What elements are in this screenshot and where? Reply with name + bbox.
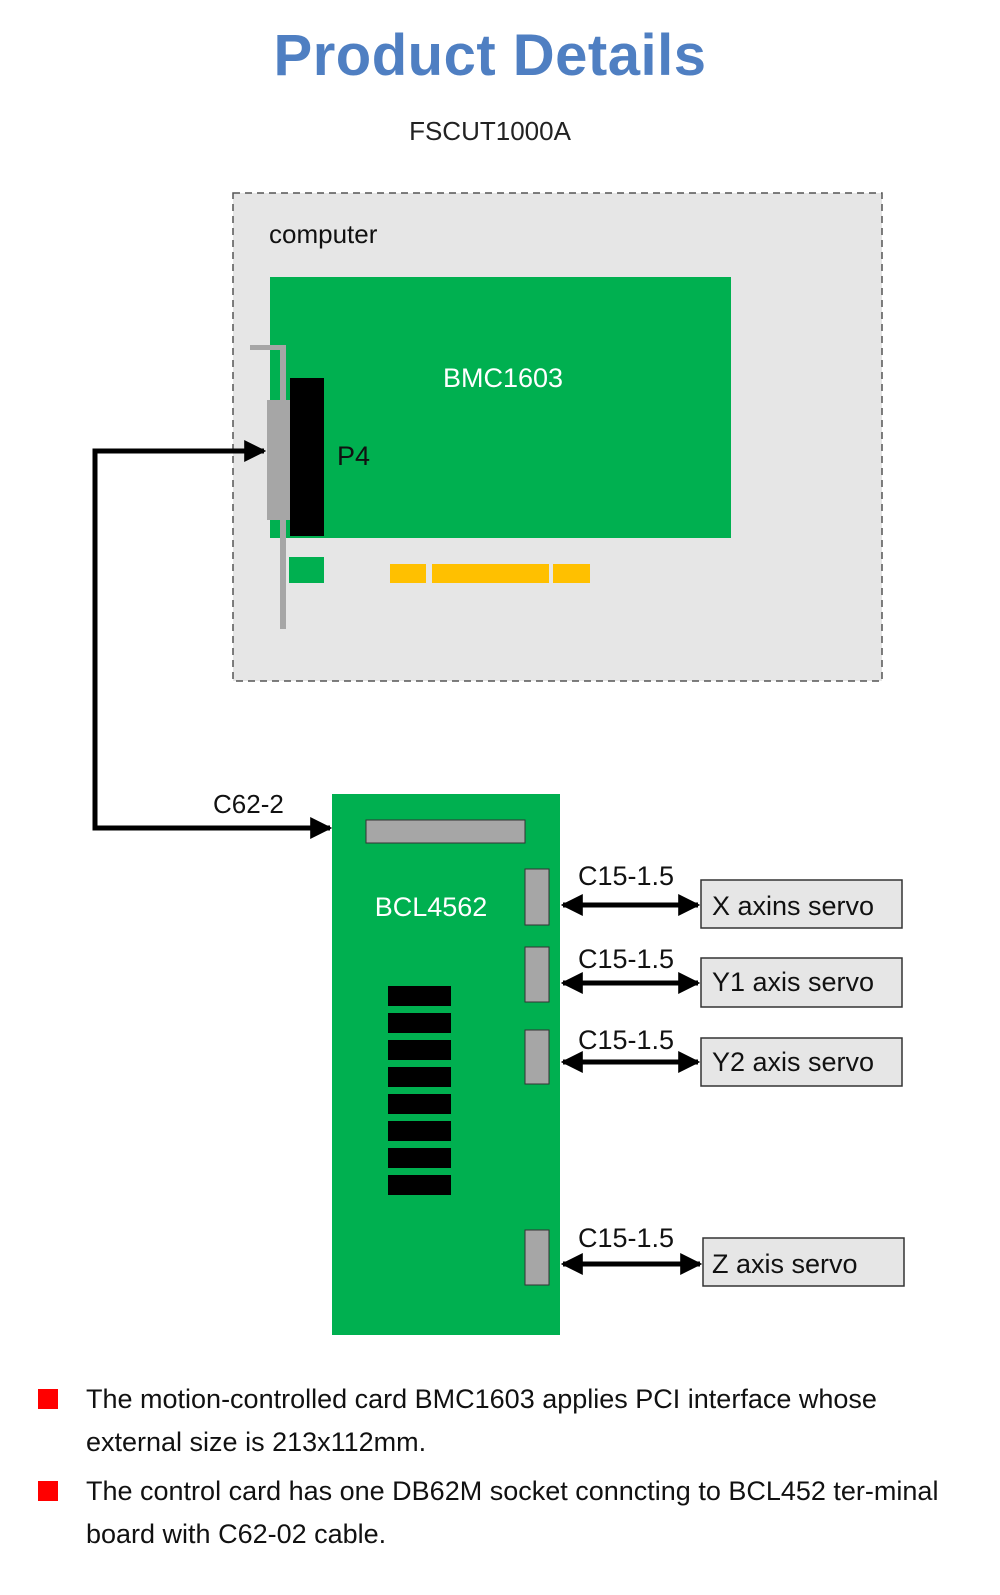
terminal-block (388, 986, 451, 1195)
note-text: The control card has one DB62M socket co… (86, 1476, 939, 1549)
computer-label: computer (269, 219, 378, 249)
servo-label: Y1 axis servo (712, 967, 874, 997)
bcl4562-label: BCL4562 (375, 892, 488, 922)
servo-link-z: C15-1.5 Z axis servo (524, 1223, 905, 1287)
servo-box (702, 1237, 905, 1287)
db15-connector (524, 1029, 550, 1085)
db15-connector (524, 868, 550, 926)
c62-cable-line (92, 440, 333, 839)
bcl4562-board (332, 794, 560, 1335)
servo-link-x: C15-1.5 X axins servo (524, 861, 903, 929)
db15-connector (524, 1229, 550, 1286)
c15-cable-label: C15-1.5 (578, 1025, 674, 1055)
terminal-block-row (388, 1175, 451, 1195)
note-text: The motion-controlled card BMC1603 appli… (86, 1384, 877, 1457)
pci-bracket-top (250, 345, 286, 350)
db15-connector (524, 946, 550, 1003)
c15-cable-label: C15-1.5 (578, 861, 674, 891)
notes-list: The motion-controlled card BMC1603 appli… (38, 1378, 948, 1562)
gold-finger-left (390, 564, 426, 583)
servo-box (700, 957, 903, 1008)
model-number: FSCUT1000A (409, 116, 571, 146)
note-item: The control card has one DB62M socket co… (38, 1470, 948, 1556)
servo-link-y1: C15-1.5 Y1 axis servo (524, 944, 903, 1008)
terminal-block-row (388, 986, 451, 1006)
terminal-block-row (388, 1067, 451, 1087)
red-square-bullet-icon (38, 1481, 58, 1501)
servo-box (700, 1037, 903, 1087)
servo-link-y2: C15-1.5 Y2 axis servo (524, 1025, 903, 1087)
servo-box (700, 879, 903, 929)
red-square-bullet-icon (38, 1389, 58, 1409)
servo-label: Z axis servo (712, 1249, 858, 1279)
c62-cable-label: C62-2 (213, 789, 284, 819)
terminal-block-row (388, 1013, 451, 1033)
db62-connector-shell (267, 400, 290, 520)
terminal-block-row (388, 1040, 451, 1060)
gold-finger-right (553, 564, 590, 583)
c15-cable-label: C15-1.5 (578, 944, 674, 974)
c15-cable-label: C15-1.5 (578, 1223, 674, 1253)
page-title: Product Details (273, 23, 707, 88)
terminal-block-row (388, 1121, 451, 1141)
note-item: The motion-controlled card BMC1603 appli… (38, 1378, 948, 1464)
bmc1603-card (270, 277, 731, 538)
terminal-block-row (388, 1094, 451, 1114)
connection-diagram: computer BMC1603 P4 C62-2 BCL4562 C15-1.… (92, 192, 905, 1335)
terminal-block-row (388, 1148, 451, 1168)
servo-label: X axins servo (712, 891, 874, 921)
bmc1603-label: BMC1603 (443, 363, 563, 393)
card-tab (289, 557, 324, 583)
servo-label: Y2 axis servo (712, 1047, 874, 1077)
p4-connector (290, 378, 324, 536)
p4-label: P4 (337, 441, 370, 471)
bcl-header-connector (365, 819, 526, 844)
gold-finger-middle (432, 564, 549, 583)
